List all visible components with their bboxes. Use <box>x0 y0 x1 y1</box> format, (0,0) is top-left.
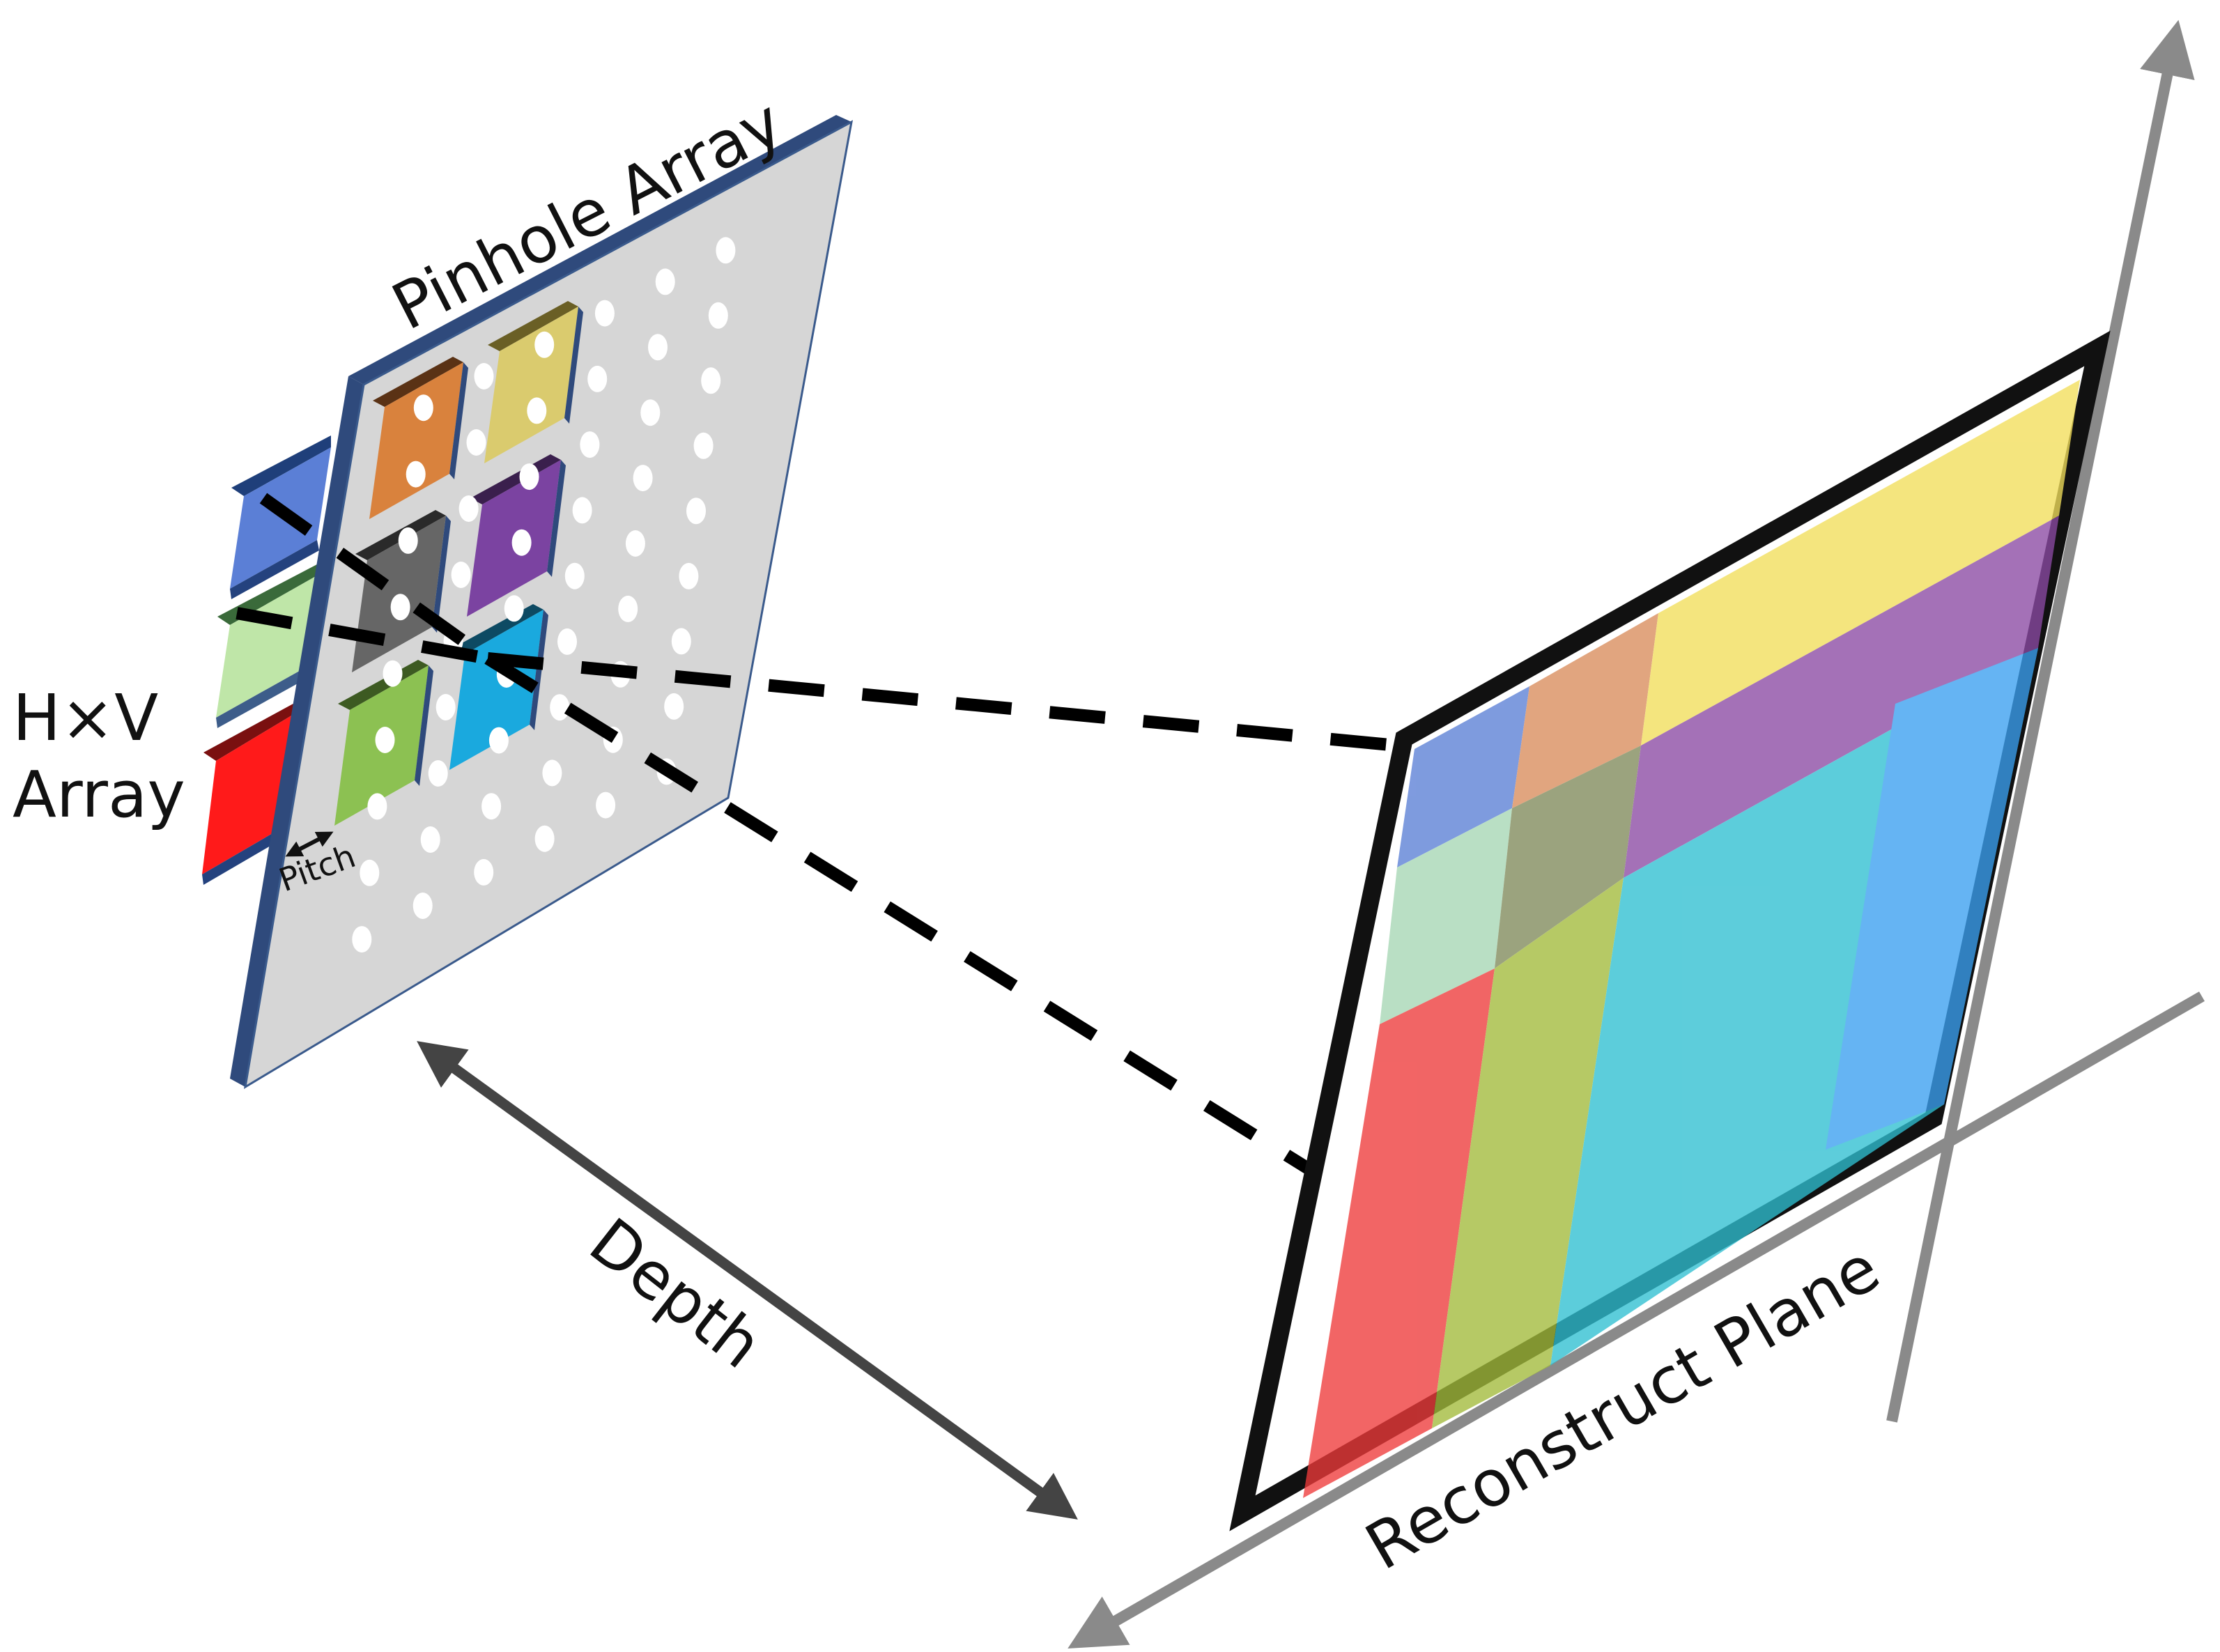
pinhole <box>511 529 532 556</box>
vertical-axis <box>1886 20 2195 1423</box>
pinhole <box>633 465 653 492</box>
pinhole <box>383 660 403 687</box>
horizontal-axis <box>1067 991 2205 1649</box>
elemental-image-yellow <box>484 301 583 463</box>
pinhole <box>587 365 608 392</box>
pinhole <box>413 394 433 422</box>
depth-arrow <box>417 1041 1078 1520</box>
reconstruct-plane <box>1229 330 2111 1531</box>
pinhole <box>360 859 380 886</box>
region-yellow <box>1641 380 2080 746</box>
pinhole <box>596 792 616 819</box>
hv-array-label-line1: H×V <box>13 681 158 755</box>
pinhole <box>534 825 555 852</box>
region-blue <box>1397 686 1529 867</box>
pinhole <box>474 363 494 389</box>
pinhole <box>655 268 675 295</box>
pinhole <box>474 858 494 886</box>
pinhole <box>708 302 728 329</box>
pinhole <box>664 693 684 720</box>
pinhole <box>618 595 638 622</box>
pinhole-plate <box>230 115 854 1089</box>
plate-left-edge <box>230 376 364 1087</box>
pinhole <box>572 497 592 524</box>
pinhole <box>428 760 448 787</box>
region-lightgreen <box>1380 808 1512 1024</box>
pinhole <box>550 694 570 721</box>
pinhole <box>693 432 714 459</box>
projection-line-upper-left <box>259 493 492 664</box>
pinhole <box>594 300 615 327</box>
pinhole <box>390 594 410 621</box>
pinhole <box>686 497 706 525</box>
pinhole <box>580 431 600 458</box>
pinhole <box>640 399 661 426</box>
pinhole <box>352 926 372 953</box>
pinhole <box>466 429 486 456</box>
coordinate-axes <box>1067 20 2205 1649</box>
pinhole <box>564 562 585 589</box>
projection-line-lower <box>484 653 1320 1180</box>
region-red <box>1303 968 1495 1498</box>
region-yellowgreen <box>1432 878 1624 1428</box>
elemental-image-red <box>202 700 300 885</box>
projection-line-upper <box>487 652 1398 752</box>
plate-top-edge <box>348 115 851 385</box>
pinhole <box>504 595 524 622</box>
pinhole <box>413 893 433 919</box>
pinhole <box>398 527 418 554</box>
pinhole <box>488 727 509 754</box>
reconstructed-image-overlaps <box>1303 380 2080 1498</box>
pinhole <box>625 530 645 557</box>
pinhole <box>367 793 387 820</box>
pinhole <box>679 562 699 589</box>
plate-face <box>243 120 854 1089</box>
elemental-image-orange <box>369 357 468 519</box>
region-olive <box>1495 746 1641 968</box>
hv-array-label-line2: Array <box>13 757 185 832</box>
pinhole <box>648 334 668 361</box>
region-skyblue <box>1826 648 2038 1150</box>
pitch-indicator-arrow <box>285 831 334 857</box>
projection-line-middle-left <box>236 607 489 665</box>
pinhole <box>375 727 395 753</box>
pinhole <box>481 793 502 820</box>
pinhole <box>527 397 547 424</box>
pinhole <box>451 562 471 588</box>
region-purple <box>1624 516 2059 878</box>
pinhole <box>534 331 555 358</box>
pinhole <box>671 628 691 655</box>
pinhole <box>458 495 479 522</box>
pinhole <box>406 461 426 488</box>
pinhole <box>557 628 577 655</box>
pinhole <box>701 367 721 394</box>
pinhole <box>420 826 440 853</box>
pinhole <box>542 759 562 787</box>
pinhole <box>435 694 456 720</box>
pinhole <box>519 463 539 491</box>
projection-lines <box>236 493 1398 1180</box>
pinhole <box>716 237 736 264</box>
region-orange <box>1512 613 1658 808</box>
